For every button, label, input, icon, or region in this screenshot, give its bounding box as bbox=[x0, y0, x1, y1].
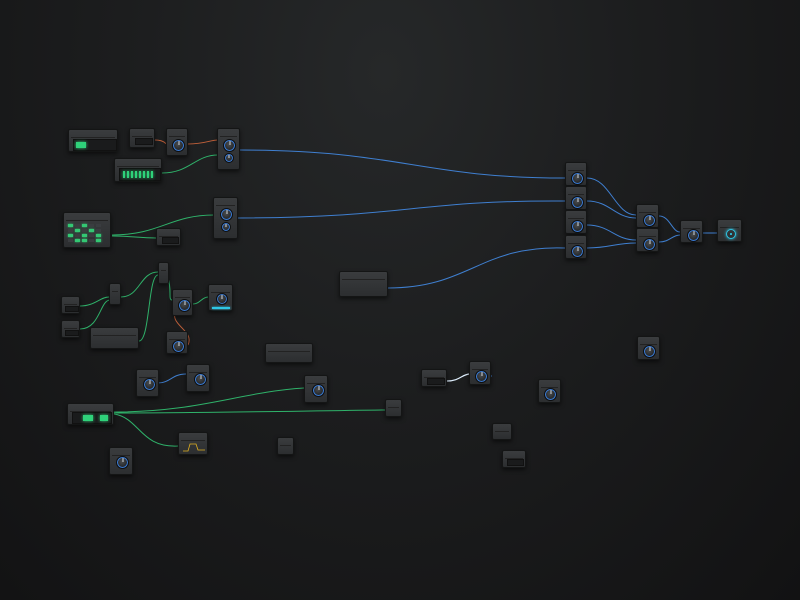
mixer-input-2[interactable] bbox=[565, 186, 587, 210]
knob-node[interactable] bbox=[166, 331, 188, 354]
node-header bbox=[71, 132, 115, 138]
button-row-node[interactable] bbox=[265, 343, 313, 363]
knob-icon[interactable] bbox=[143, 378, 156, 391]
voice-node-2[interactable] bbox=[213, 197, 238, 239]
knob-icon[interactable] bbox=[643, 238, 656, 251]
knob-icon[interactable] bbox=[172, 340, 185, 353]
slider-node[interactable] bbox=[208, 284, 233, 311]
knob-icon[interactable] bbox=[224, 153, 234, 163]
master-node[interactable] bbox=[680, 220, 703, 243]
logic-node[interactable] bbox=[109, 283, 121, 305]
knob-icon[interactable] bbox=[687, 229, 700, 242]
curve-icon bbox=[183, 443, 205, 452]
knob-node[interactable] bbox=[186, 364, 210, 392]
knob-icon[interactable] bbox=[312, 384, 325, 397]
wire-voice2-mix[interactable] bbox=[237, 200, 566, 219]
gate-node[interactable] bbox=[385, 399, 402, 417]
long-box-node[interactable] bbox=[90, 327, 139, 349]
knob-icon[interactable] bbox=[643, 345, 656, 358]
level-slider[interactable] bbox=[212, 307, 230, 309]
knob-icon[interactable] bbox=[544, 388, 557, 401]
knob-node[interactable] bbox=[304, 375, 328, 403]
knob-icon[interactable] bbox=[571, 172, 584, 185]
voice-node-1[interactable] bbox=[217, 128, 240, 170]
knob-icon[interactable] bbox=[475, 370, 488, 383]
knob-icon[interactable] bbox=[178, 299, 191, 312]
lfo-display bbox=[73, 139, 117, 151]
sub-mixer-1[interactable] bbox=[636, 204, 659, 228]
small-box-node[interactable] bbox=[502, 450, 526, 468]
scaler-node[interactable] bbox=[156, 228, 181, 246]
trigger-node[interactable] bbox=[61, 296, 80, 314]
sub-mixer-2[interactable] bbox=[636, 228, 659, 252]
speaker-target-icon[interactable] bbox=[726, 229, 736, 239]
mixer-input-3[interactable] bbox=[565, 210, 587, 234]
output-node[interactable] bbox=[717, 219, 742, 242]
knob-icon[interactable] bbox=[223, 139, 236, 152]
knob-icon[interactable] bbox=[220, 208, 233, 221]
wire-text-mix[interactable] bbox=[387, 247, 566, 289]
grid-sequencer-node[interactable] bbox=[63, 212, 111, 248]
knob-icon[interactable] bbox=[571, 220, 584, 233]
knob-icon[interactable] bbox=[571, 245, 584, 258]
envelope-node[interactable] bbox=[166, 128, 188, 156]
knob-icon[interactable] bbox=[116, 456, 129, 469]
knob-icon[interactable] bbox=[643, 214, 656, 227]
trigger-node[interactable] bbox=[61, 320, 80, 338]
knob-icon[interactable] bbox=[194, 373, 207, 386]
knob-node[interactable] bbox=[469, 361, 491, 385]
comment-node[interactable] bbox=[339, 271, 388, 297]
knob-icon[interactable] bbox=[571, 196, 584, 209]
mod-knob-node[interactable] bbox=[172, 289, 193, 316]
grid[interactable] bbox=[68, 224, 108, 246]
step-sequencer-node[interactable] bbox=[114, 158, 162, 182]
clock-node[interactable] bbox=[67, 403, 114, 425]
knob-icon[interactable] bbox=[172, 139, 185, 152]
knob-node[interactable] bbox=[538, 379, 561, 403]
knob-node[interactable] bbox=[637, 336, 660, 360]
knob-node[interactable] bbox=[109, 447, 133, 475]
mixer-input-1[interactable] bbox=[565, 162, 587, 186]
wire-voice1-mix[interactable] bbox=[239, 149, 566, 179]
small-box-node[interactable] bbox=[492, 423, 512, 440]
knob-icon[interactable] bbox=[216, 293, 228, 305]
value-node[interactable] bbox=[421, 369, 447, 387]
lfo-node[interactable] bbox=[68, 129, 118, 152]
small-box-node[interactable] bbox=[277, 437, 294, 455]
scaler-node[interactable] bbox=[129, 128, 155, 148]
logic-node[interactable] bbox=[158, 262, 169, 284]
knob-node[interactable] bbox=[136, 369, 159, 397]
curve-node[interactable] bbox=[178, 432, 208, 455]
mixer-input-4[interactable] bbox=[565, 235, 587, 259]
knob-icon[interactable] bbox=[221, 222, 231, 232]
